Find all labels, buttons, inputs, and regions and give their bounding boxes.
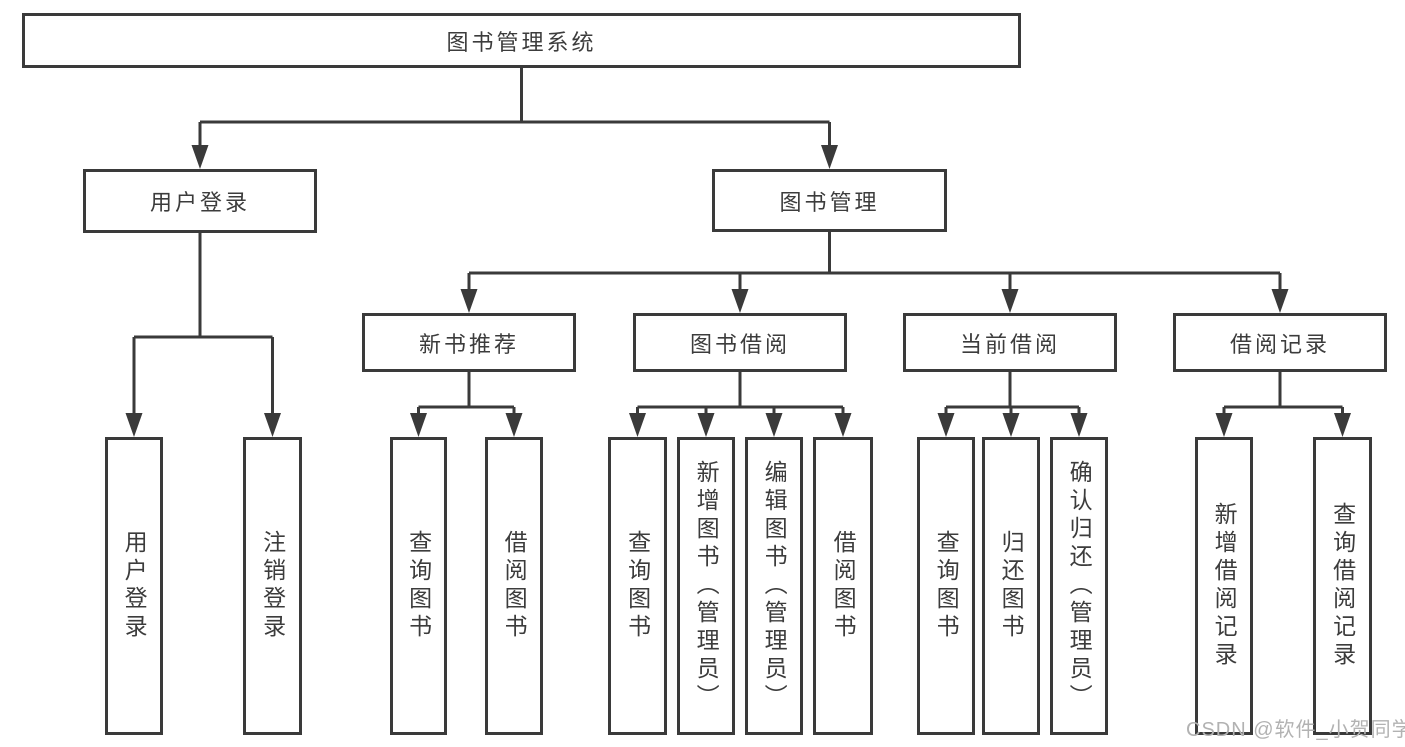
leaf-query-borrow-record: 查询借阅记录 (1313, 437, 1372, 735)
node-borrowing-records: 借阅记录 (1173, 313, 1387, 372)
leaf-borrow-books-recommend: 借阅图书 (485, 437, 543, 735)
leaf-query-books-recommend: 查询图书 (390, 437, 447, 735)
node-new-book-recommend: 新书推荐 (362, 313, 576, 372)
leaf-return-books-label: 归还图书 (998, 530, 1025, 642)
leaf-add-borrow-record: 新增借阅记录 (1195, 437, 1253, 735)
watermark: CSDN @软件_小贺同学 (1186, 719, 1405, 741)
leaf-query-books-current: 查询图书 (917, 437, 975, 735)
leaf-logout-label: 注销登录 (259, 530, 286, 642)
leaf-edit-books-admin: 编辑图书（管理员） (745, 437, 803, 735)
leaf-query-borrow-record-label: 查询借阅记录 (1329, 502, 1356, 670)
leaf-logout: 注销登录 (243, 437, 302, 735)
leaf-return-books: 归还图书 (982, 437, 1040, 735)
leaf-borrow-books: 借阅图书 (813, 437, 873, 735)
leaf-user-login: 用户登录 (105, 437, 163, 735)
leaf-add-borrow-record-label: 新增借阅记录 (1211, 502, 1238, 670)
node-current-borrowing: 当前借阅 (903, 313, 1117, 372)
leaf-edit-books-admin-label: 编辑图书（管理员） (761, 460, 788, 712)
leaf-user-login-label: 用户登录 (121, 530, 148, 642)
leaf-query-books-borrowing: 查询图书 (608, 437, 667, 735)
leaf-borrow-books-label: 借阅图书 (830, 530, 857, 642)
leaf-confirm-return-admin-label: 确认归还（管理员） (1066, 460, 1093, 712)
node-book-management: 图书管理 (712, 169, 947, 232)
leaf-query-books-recommend-label: 查询图书 (405, 530, 432, 642)
leaf-add-books-admin-label: 新增图书（管理员） (693, 460, 720, 712)
node-user-login: 用户登录 (83, 169, 317, 233)
node-library-management-system: 图书管理系统 (22, 13, 1021, 68)
leaf-confirm-return-admin: 确认归还（管理员） (1050, 437, 1108, 735)
leaf-query-books-borrowing-label: 查询图书 (624, 530, 651, 642)
leaf-add-books-admin: 新增图书（管理员） (677, 437, 735, 735)
node-book-borrowing: 图书借阅 (633, 313, 847, 372)
leaf-query-books-current-label: 查询图书 (933, 530, 960, 642)
leaf-borrow-books-recommend-label: 借阅图书 (501, 530, 528, 642)
